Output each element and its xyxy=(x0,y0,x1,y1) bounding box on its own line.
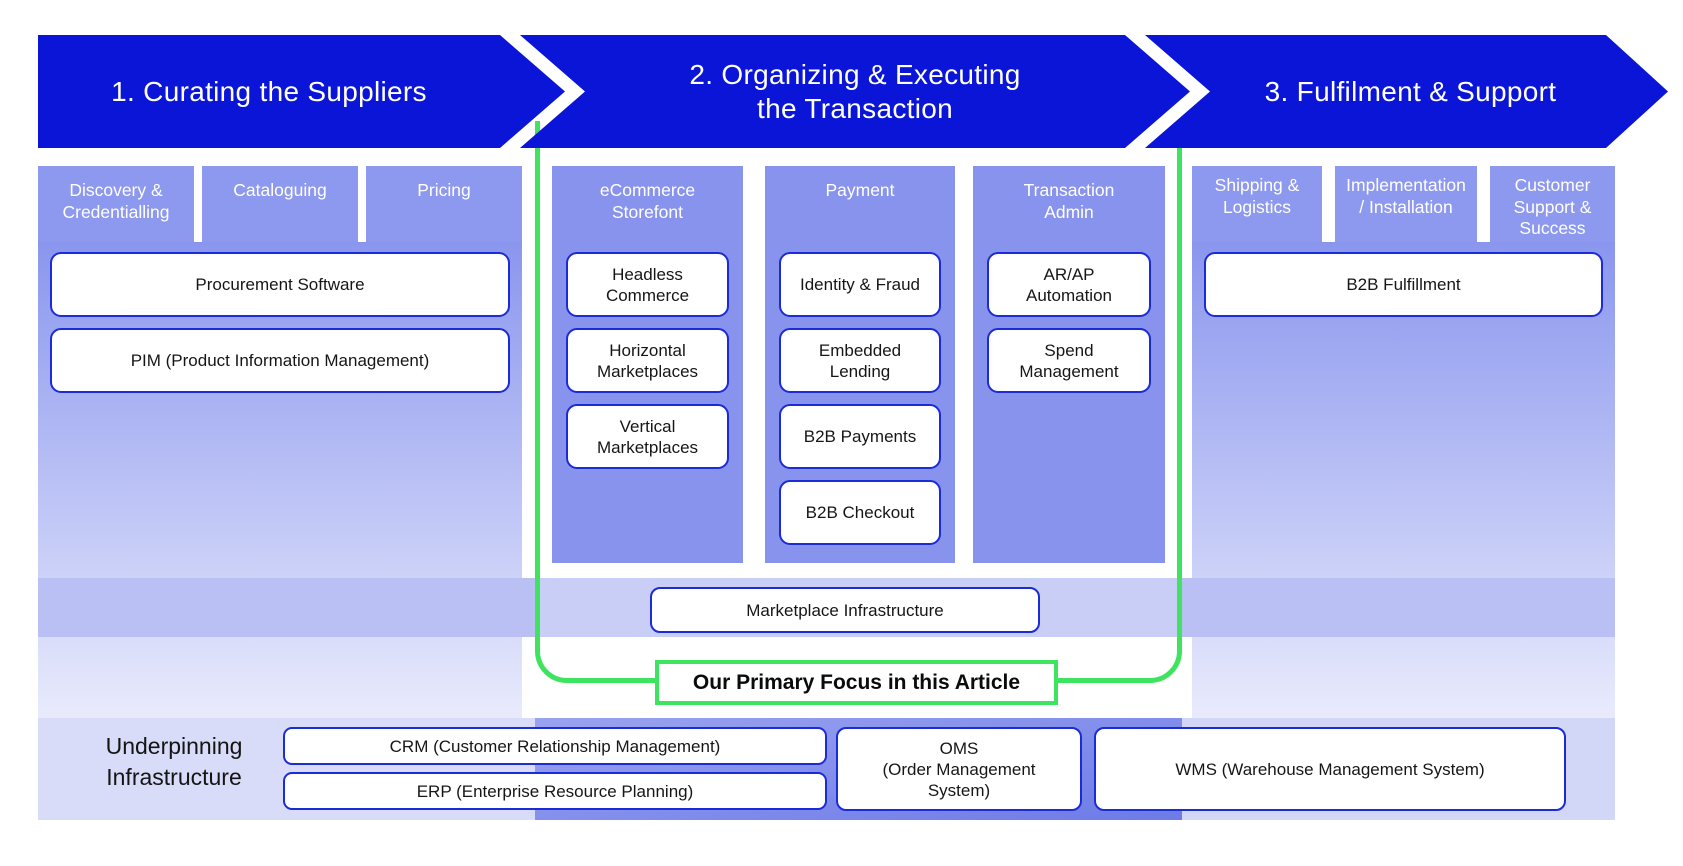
banner-organizing-executing: 2. Organizing & Executing the Transactio… xyxy=(520,35,1190,148)
box-arap-automation: AR/AP Automation xyxy=(987,252,1151,317)
header-ecommerce-storefont: eCommerce Storefont xyxy=(599,180,696,222)
box-spend-management: Spend Management xyxy=(987,328,1151,393)
focus-label-box: Our Primary Focus in this Article xyxy=(655,660,1058,705)
box-erp: ERP (Enterprise Resource Planning) xyxy=(283,772,827,810)
box-identity-fraud: Identity & Fraud xyxy=(779,252,941,317)
header-customer-support-success: Customer Support & Success xyxy=(1490,166,1615,242)
box-procurement-software: Procurement Software xyxy=(50,252,510,317)
box-b2b-checkout: B2B Checkout xyxy=(779,480,941,545)
header-transaction-admin: Transaction Admin xyxy=(1023,180,1115,222)
box-marketplace-infrastructure: Marketplace Infrastructure xyxy=(650,587,1040,633)
header-shipping-logistics: Shipping & Logistics xyxy=(1192,166,1322,242)
fulfilment-gradient-panel xyxy=(1192,242,1615,718)
box-oms: OMS (Order Management System) xyxy=(836,727,1082,811)
underpinning-infrastructure-label: Underpinning Infrastructure xyxy=(105,733,243,790)
box-vertical-marketplaces: Vertical Marketplaces xyxy=(566,404,729,469)
marketplace-band-right xyxy=(1182,578,1615,637)
box-embedded-lending: Embedded Lending xyxy=(779,328,941,393)
box-b2b-fulfillment: B2B Fulfillment xyxy=(1204,252,1603,317)
box-wms: WMS (Warehouse Management System) xyxy=(1094,727,1566,811)
header-pricing: Pricing xyxy=(366,166,522,242)
header-payment: Payment xyxy=(825,180,895,200)
box-pim: PIM (Product Information Management) xyxy=(50,328,510,393)
banner-fulfilment-support: 3. Fulfilment & Support xyxy=(1145,35,1668,148)
box-headless-commerce: Headless Commerce xyxy=(566,252,729,317)
marketplace-band-left xyxy=(38,578,535,637)
header-discovery-credentialling: Discovery & Credentialling xyxy=(38,166,194,242)
header-cataloguing: Cataloguing xyxy=(202,166,358,242)
curating-gradient-panel xyxy=(38,242,522,718)
banner-curating-suppliers-label: 1. Curating the Suppliers xyxy=(111,75,427,107)
box-crm: CRM (Customer Relationship Management) xyxy=(283,727,827,765)
focus-label-text: Our Primary Focus in this Article xyxy=(692,670,1021,694)
banner-organizing-executing-label: 2. Organizing & Executing the Transactio… xyxy=(689,58,1021,124)
header-implementation-installation: Implementation / Installation xyxy=(1335,166,1477,242)
box-horizontal-marketplaces: Horizontal Marketplaces xyxy=(566,328,729,393)
banner-curating-suppliers: 1. Curating the Suppliers xyxy=(38,35,565,148)
box-b2b-payments: B2B Payments xyxy=(779,404,941,469)
banner-fulfilment-support-label: 3. Fulfilment & Support xyxy=(1264,75,1557,107)
